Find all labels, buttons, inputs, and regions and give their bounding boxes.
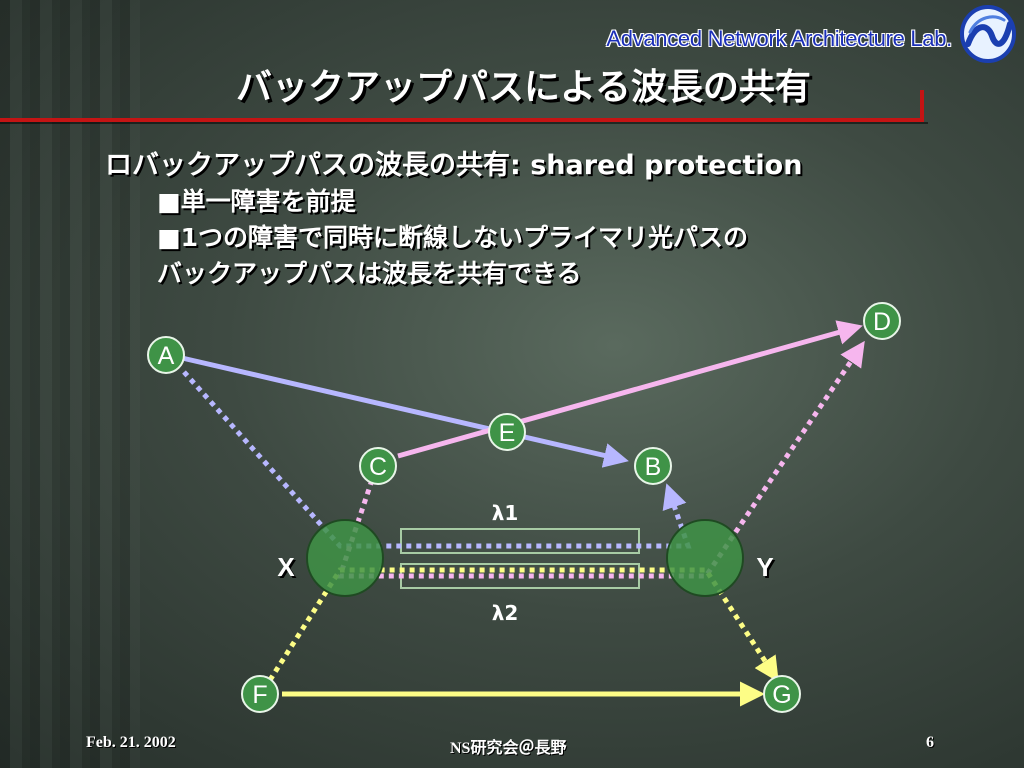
node-f-label: F [252, 681, 267, 709]
primary-path-a-b [181, 355, 629, 468]
node-c [359, 447, 397, 485]
lab-name: Advanced Network Architecture Lab. [606, 26, 952, 51]
node-d [863, 302, 901, 340]
title-rule-tick [920, 90, 924, 122]
node-x [306, 519, 384, 597]
node-d-label: D [873, 308, 891, 336]
bullet-list: ロバックアップパスの波長の共有: shared protection ■単一障害… [105, 148, 802, 292]
lambda2-label: λ2 [492, 601, 519, 625]
primary-path-c-d [397, 320, 863, 459]
node-g-label: G [772, 681, 791, 709]
backup-path-a-b [182, 370, 692, 549]
node-a-label: A [158, 342, 175, 370]
footer-event: NS研究会＠長野 [450, 740, 567, 757]
bullet-sub-2-line-1: ■1つの障害で同時に断線しないプライマリ光パスの [157, 223, 749, 252]
node-e [488, 413, 526, 451]
node-c-label: C [369, 453, 387, 481]
node-x-label: X [277, 552, 295, 582]
node-b [634, 447, 672, 485]
footer-page-number: 6 [926, 734, 934, 751]
footer-date: Feb. 21. 2002 [86, 734, 176, 751]
backup-path-c-d [336, 340, 865, 579]
lab-logo-icon [960, 5, 1016, 63]
background-stripes [0, 0, 140, 768]
bullet-main: ロバックアップパスの波長の共有: shared protection [105, 150, 803, 181]
node-a [147, 336, 185, 374]
backup-path-f-g [267, 567, 779, 683]
node-b-label: B [645, 453, 662, 481]
node-y [666, 519, 744, 597]
node-f [241, 675, 279, 713]
node-g [763, 675, 801, 713]
node-e-label: E [499, 419, 516, 447]
channel-lambda1 [400, 528, 640, 554]
title-rule [0, 118, 924, 122]
bullet-sub-1: ■単一障害を前提 [157, 187, 356, 216]
title-rule-shadow [0, 122, 928, 124]
lambda1-label: λ1 [492, 501, 519, 525]
node-y-label: Y [756, 552, 773, 582]
bullet-sub-2-line-2: バックアップパスは波長を共有できる [157, 259, 582, 288]
slide-title: バックアップパスによる波長の共有 [236, 67, 811, 108]
